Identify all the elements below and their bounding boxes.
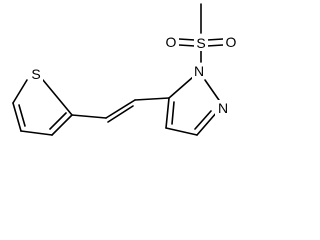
bond-thiophene-c5-c4 (12, 102, 22, 132)
pyrazole-n2-label: N (218, 100, 228, 116)
bond-n1-n2 (204, 79, 222, 104)
bond-c3-c4 (165, 127, 198, 136)
bonds (12, 3, 224, 136)
bond-vinyl-thiophene (71, 114, 107, 119)
bond-sulfur-oxygen-right-b (206, 44, 224, 47)
bond-sulfur-oxygen-left-a (178, 38, 196, 41)
bond-n2-c3 (196, 111, 218, 136)
bond-thiophene-s-c5 (12, 79, 28, 104)
sulfonyl-sulfur-label: S (196, 35, 205, 51)
sulfonyl-oxygen-right-label: O (226, 34, 237, 50)
thiophene-sulfur-label: S (31, 66, 40, 82)
pyrazole-n1-label: N (194, 63, 204, 79)
bond-n2-c3-inner (194, 110, 212, 130)
bond-thiophene-c5-c4-inner (18, 104, 26, 127)
bond-thiophene-c2-s (42, 79, 73, 116)
bond-thiophene-c3-c2-inner (49, 112, 67, 130)
molecule-structure: S O O N N S (12, 3, 238, 136)
bond-c5-n1 (168, 76, 194, 99)
bond-vinyl-double (105, 99, 136, 119)
atom-labels: S O O N N S (29, 34, 238, 116)
bond-sulfur-oxygen-left-b (178, 44, 196, 47)
bond-c5-vinyl (134, 97, 170, 101)
bond-sulfur-oxygen-right-a (206, 38, 224, 41)
bond-c4-c5 (165, 97, 170, 129)
bond-thiophene-c4-c3 (20, 130, 53, 136)
bond-vinyl-double-inner (107, 105, 134, 123)
bond-thiophene-c3-c2 (51, 114, 73, 136)
bond-c4-c5-inner (171, 101, 175, 125)
sulfonyl-oxygen-left-label: O (166, 34, 177, 50)
